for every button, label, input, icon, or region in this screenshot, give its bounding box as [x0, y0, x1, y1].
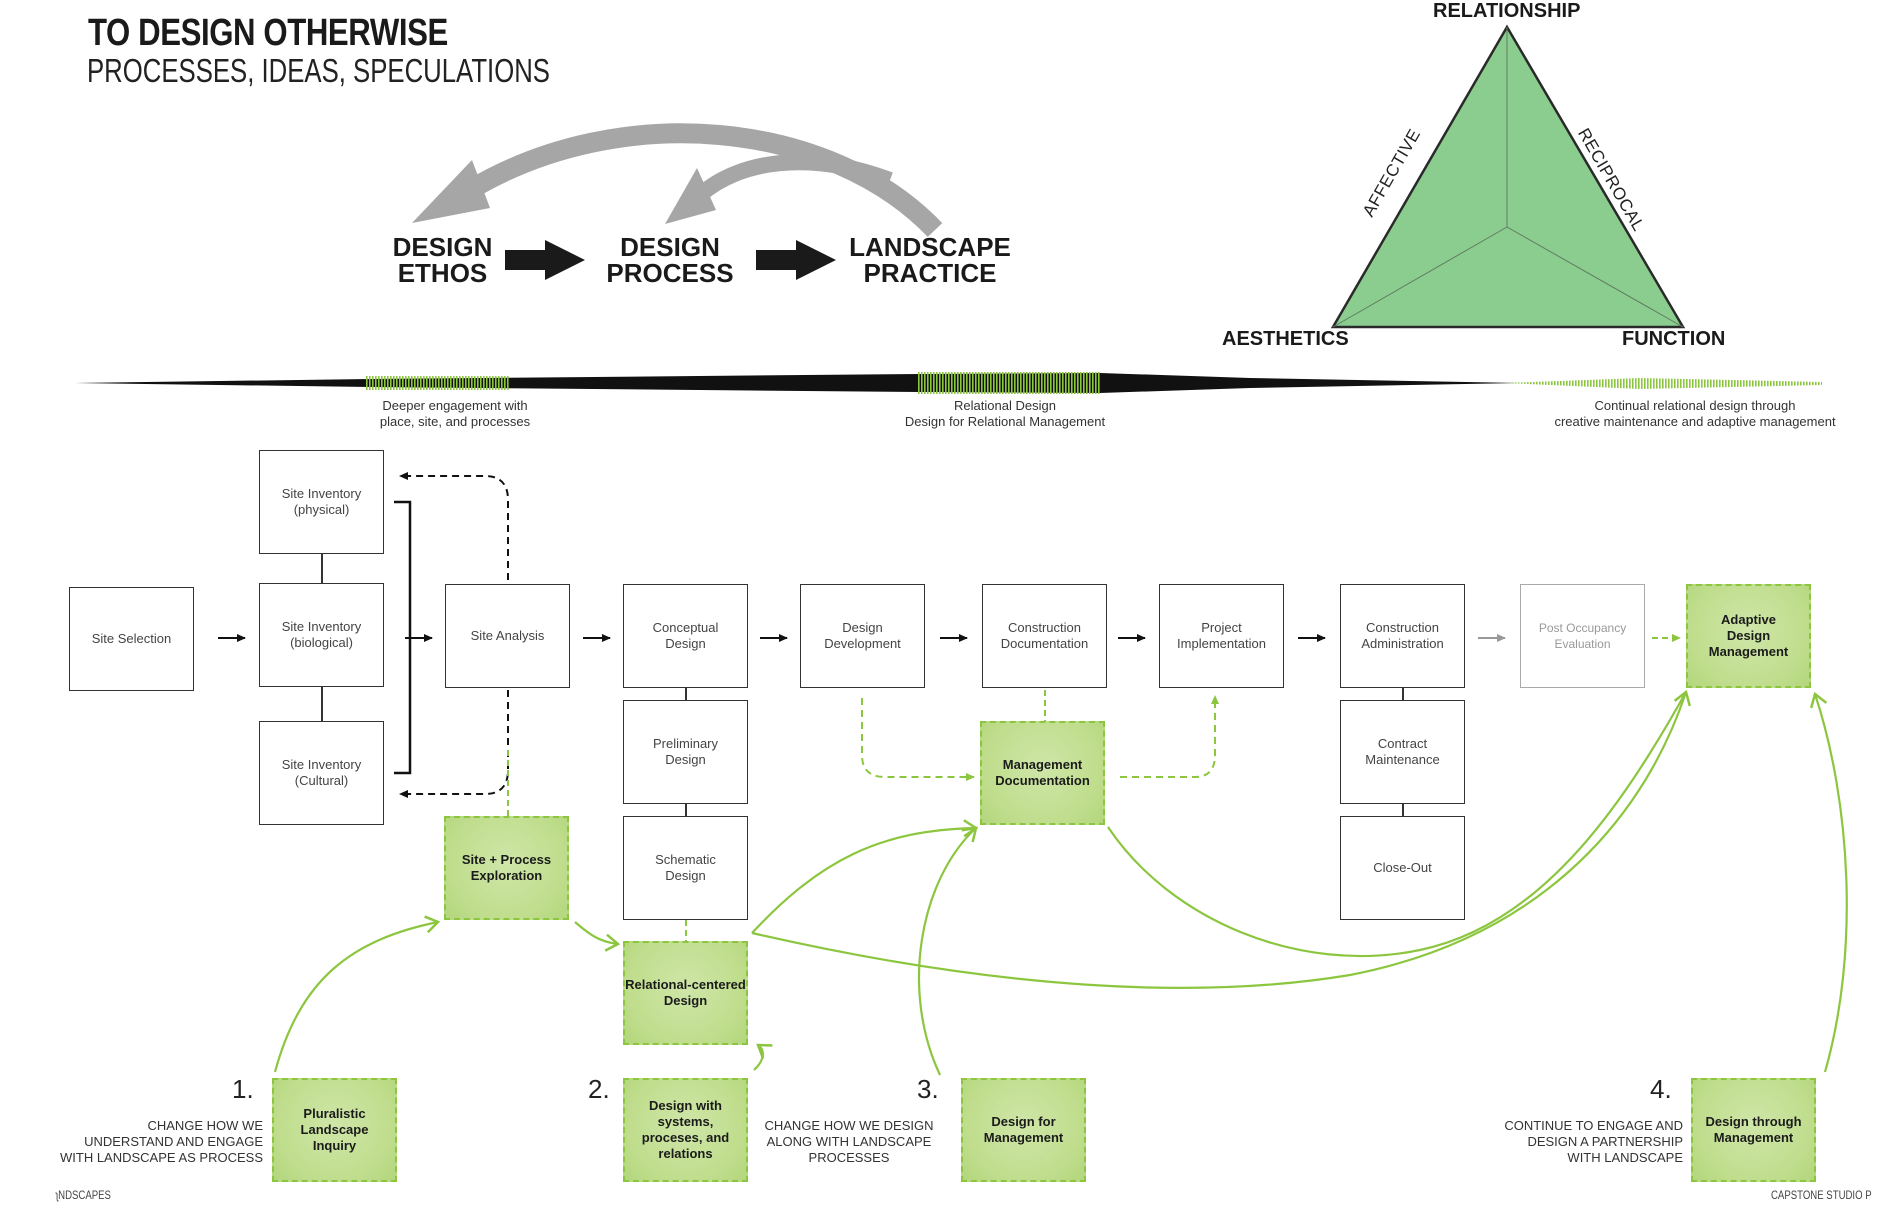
caption-line: place, site, and processes: [379, 414, 531, 429]
caption-line: Relational Design: [954, 398, 1056, 413]
page-title: TO DESIGN OTHERWISE: [88, 12, 448, 54]
step-description-line: WITH LANDSCAPE: [1567, 1150, 1683, 1165]
triangle-label-function: FUNCTION: [1622, 328, 1726, 350]
triangle-inner-line: [1506, 226, 1684, 328]
caption-line: Continual relational design through: [1594, 398, 1796, 413]
flow-item-line: PRACTICE: [863, 258, 997, 288]
flow-item-design-ethos: DESIGN ETHOS: [380, 234, 505, 286]
timeline-bar-shape: [75, 373, 1520, 393]
connectors: [321, 472, 1404, 941]
caption-line: Design for Relational Management: [904, 414, 1106, 429]
footer-right: CAPSTONE STUDIO P: [1771, 1188, 1872, 1202]
intervention-box-site-process-exploration: Site + Process Exploration: [444, 816, 569, 920]
step-description-1: CHANGE HOW WE UNDERSTAND AND ENGAGE WITH…: [40, 1118, 263, 1166]
process-box-schematic-design: Schematic Design: [623, 816, 748, 920]
feedback-arrow-short: [694, 154, 893, 202]
flow-item-line: DESIGN: [620, 232, 720, 262]
process-box-conceptual-design: Conceptual Design: [623, 584, 748, 688]
flow-item-line: LANDSCAPE: [849, 232, 1011, 262]
feedback-arrows: [412, 123, 943, 237]
process-box-contract-maintenance: Contract Maintenance: [1340, 700, 1465, 804]
page-subtitle: PROCESSES, IDEAS, SPECULATIONS: [87, 52, 550, 89]
process-box-design-development: Design Development: [800, 584, 925, 688]
feedback-arrow-long-head: [412, 160, 490, 223]
feedback-arrow-long: [464, 123, 943, 237]
process-box-site-selection: Site Selection: [69, 587, 194, 691]
step-description-line: WITH LANDSCAPE AS PROCESS: [60, 1150, 263, 1165]
step-description-4: CONTINUE TO ENGAGE AND DESIGN A PARTNERS…: [1490, 1118, 1683, 1166]
process-box-site-inventory-biological: Site Inventory (biological): [259, 583, 384, 687]
step-box-design-for-management: Design for Management: [961, 1078, 1086, 1182]
timeline-caption-1: Deeper engagement with place, site, and …: [355, 398, 555, 430]
feedback-arrow-short-head: [665, 168, 716, 224]
process-box-close-out: Close-Out: [1340, 816, 1465, 920]
caption-line: Deeper engagement with: [382, 398, 528, 413]
process-box-project-implementation: Project Implementation: [1159, 584, 1284, 688]
process-box-post-occupancy: Post Occupancy Evaluation: [1520, 584, 1645, 688]
step-description-line: CHANGE HOW WE: [147, 1118, 263, 1133]
step-description-line: PROCESSES: [808, 1150, 890, 1165]
step-number-4: 4.: [1650, 1074, 1672, 1104]
triangle-label-aesthetics: AESTHETICS: [1222, 328, 1349, 350]
flow-item-design-process: DESIGN PROCESS: [600, 234, 740, 286]
process-box-construction-documentation: Construction Documentation: [982, 584, 1107, 688]
timeline-bar: [75, 372, 1822, 394]
step-number-2: 2.: [588, 1074, 610, 1104]
timeline-highlight-3: [1505, 378, 1822, 389]
step-box-design-with-systems: Design with systems, proceses, and relat…: [623, 1078, 748, 1182]
process-box-preliminary-design: Preliminary Design: [623, 700, 748, 804]
step-description-line: DESIGN A PARTNERSHIP: [1527, 1134, 1683, 1149]
value-triangle: [1330, 24, 1686, 329]
ethos-flow-arrows: [505, 240, 836, 280]
process-box-site-analysis: Site Analysis: [445, 584, 570, 688]
timeline-highlight-2: [918, 372, 1100, 394]
triangle-inner-line: [1332, 226, 1508, 328]
triangle-shape: [1330, 24, 1686, 329]
flow-item-line: ETHOS: [397, 258, 488, 288]
green-curves: [273, 689, 1848, 1076]
process-box-site-inventory-cultural: Site Inventory (Cultural): [259, 721, 384, 825]
flow-arrow-1: [505, 240, 585, 280]
flow-item-line: PROCESS: [606, 258, 734, 288]
flow-arrow-2: [756, 240, 836, 280]
step-number-3: 3.: [917, 1074, 939, 1104]
triangle-label-relationship: RELATIONSHIP: [1433, 0, 1581, 22]
flow-item-line: DESIGN: [392, 232, 493, 262]
intervention-box-management-documentation: Management Documentation: [980, 721, 1105, 825]
step-description-line: CHANGE HOW WE DESIGN: [764, 1118, 934, 1133]
footer-left: ʅNDSCAPES: [56, 1188, 111, 1202]
step-description-line: UNDERSTAND AND ENGAGE: [84, 1134, 263, 1149]
timeline-caption-2: Relational Design Design for Relational …: [875, 398, 1135, 430]
process-box-site-inventory-physical: Site Inventory (physical): [259, 450, 384, 554]
step-number-1: 1.: [232, 1074, 254, 1104]
intervention-box-relational-centered: Relational-centered Design: [623, 941, 748, 1045]
step-box-design-through-management: Design through Management: [1691, 1078, 1816, 1182]
process-box-adaptive-management: Adaptive Design Management: [1686, 584, 1811, 688]
timeline-highlight-1: [365, 376, 510, 390]
timeline-caption-3: Continual relational design through crea…: [1535, 398, 1855, 430]
flow-item-landscape-practice: LANDSCAPE PRACTICE: [845, 234, 1015, 286]
caption-line: creative maintenance and adaptive manage…: [1554, 414, 1836, 429]
step-description-line: CONTINUE TO ENGAGE AND: [1504, 1118, 1683, 1133]
step-description-3: CHANGE HOW WE DESIGN ALONG WITH LANDSCAP…: [756, 1118, 942, 1166]
step-box-pluralistic-inquiry: Pluralistic Landscape Inquiry: [272, 1078, 397, 1182]
process-box-construction-administration: Construction Administration: [1340, 584, 1465, 688]
step-description-line: ALONG WITH LANDSCAPE: [766, 1134, 932, 1149]
